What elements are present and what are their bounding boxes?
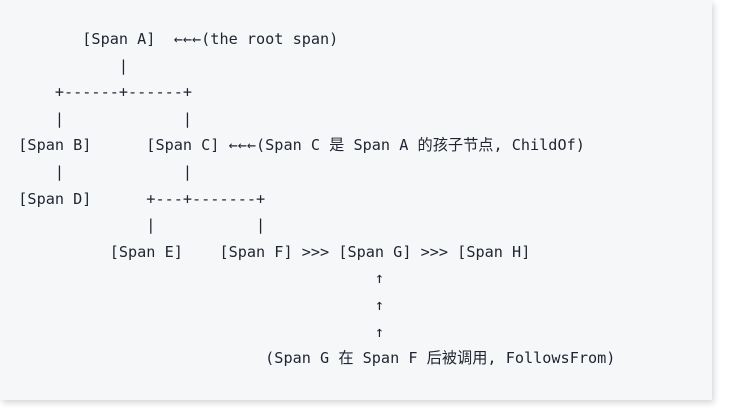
art-line-span-b-c: [Span B] [Span C] ←←←(Span C 是 Span A 的孩… bbox=[0, 136, 585, 155]
art-line-span-e-f-g-h: [Span E] [Span F] >>> [Span G] >>> [Span… bbox=[0, 242, 531, 261]
art-line-connector-3: | | bbox=[0, 162, 193, 181]
art-line-up-arrow-1: ↑ bbox=[0, 269, 385, 288]
art-line-follows-from-caption: (Span G 在 Span F 后被调用, FollowsFrom) bbox=[0, 349, 616, 368]
diagram-card: [Span A] ←←←(the root span) | +------+--… bbox=[0, 30, 616, 368]
art-line-connector-4: | | bbox=[0, 216, 266, 235]
art-line-connector-2: | | bbox=[0, 109, 193, 128]
art-line-branch-1: +------+------+ bbox=[0, 83, 193, 102]
art-line-span-a: [Span A] ←←←(the root span) bbox=[0, 30, 339, 48]
art-line-up-arrow-3: ↑ bbox=[0, 322, 385, 341]
art-line-connector-1: | bbox=[0, 56, 129, 75]
art-line-up-arrow-2: ↑ bbox=[0, 295, 385, 314]
art-line-span-d-branch-2: [Span D] +---+-------+ bbox=[0, 189, 266, 208]
ascii-span-tree: [Span A] ←←←(the root span) | +------+--… bbox=[0, 30, 616, 368]
